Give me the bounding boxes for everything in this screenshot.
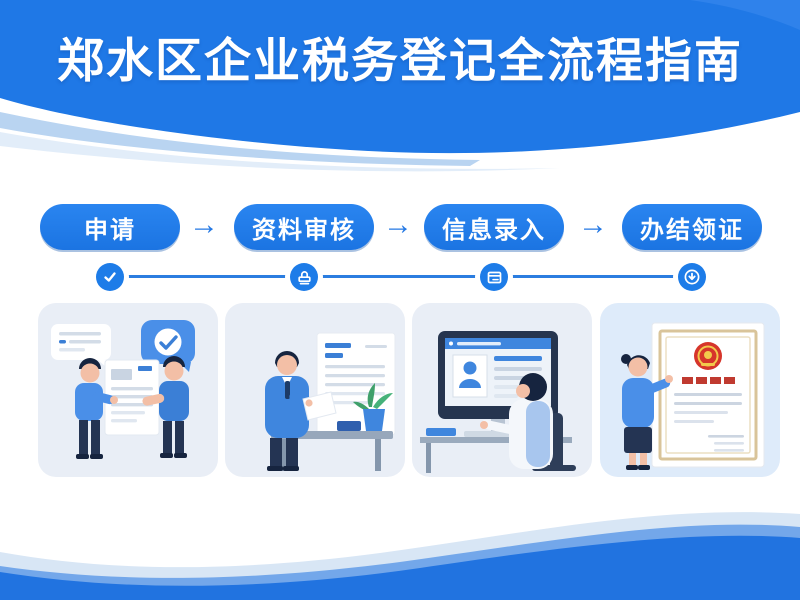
flow-arrow-icon: → <box>383 208 413 241</box>
step-pill-review: 资料审核 <box>234 204 374 250</box>
timeline-connector <box>110 275 692 278</box>
step-label: 资料审核 <box>252 216 356 244</box>
step-label: 信息录入 <box>442 216 546 244</box>
footer-wave-decoration <box>0 512 800 600</box>
document-review-illustration <box>225 303 405 477</box>
check-icon <box>96 263 124 291</box>
certificate-issuance-illustration <box>600 303 780 477</box>
flow-arrow-icon: → <box>578 208 608 241</box>
step-label: 办结领证 <box>640 216 744 244</box>
application-consult-illustration <box>38 303 218 477</box>
step-pill-certificate: 办结领证 <box>622 204 762 250</box>
page-title: 郑水区企业税务登记全流程指南 <box>57 34 743 87</box>
stamp-icon <box>290 263 318 291</box>
flow-arrow-icon: → <box>189 208 219 241</box>
download-badge-icon <box>678 263 706 291</box>
computer-data-entry-illustration <box>412 303 592 477</box>
step-label: 申请 <box>84 216 136 244</box>
step-pill-apply: 申请 <box>40 204 180 250</box>
form-window-icon <box>480 263 508 291</box>
step-pill-data-entry: 信息录入 <box>424 204 564 250</box>
header-banner-wave <box>0 0 800 172</box>
